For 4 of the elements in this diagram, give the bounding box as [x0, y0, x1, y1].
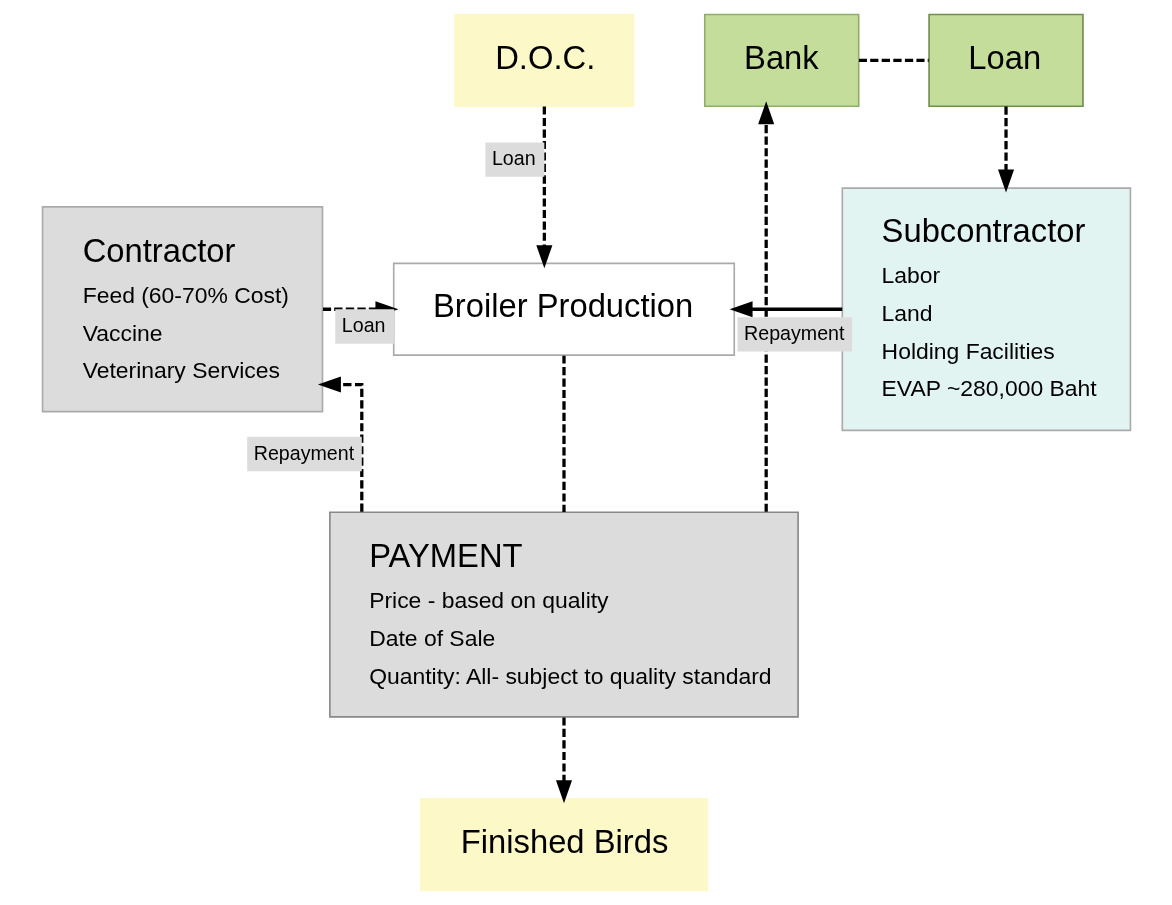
edge-label: Repayment: [743, 322, 844, 345]
edge-label: Loan: [341, 314, 385, 337]
edge-label: Loan: [491, 147, 536, 170]
edge-label: Repayment: [253, 441, 354, 464]
